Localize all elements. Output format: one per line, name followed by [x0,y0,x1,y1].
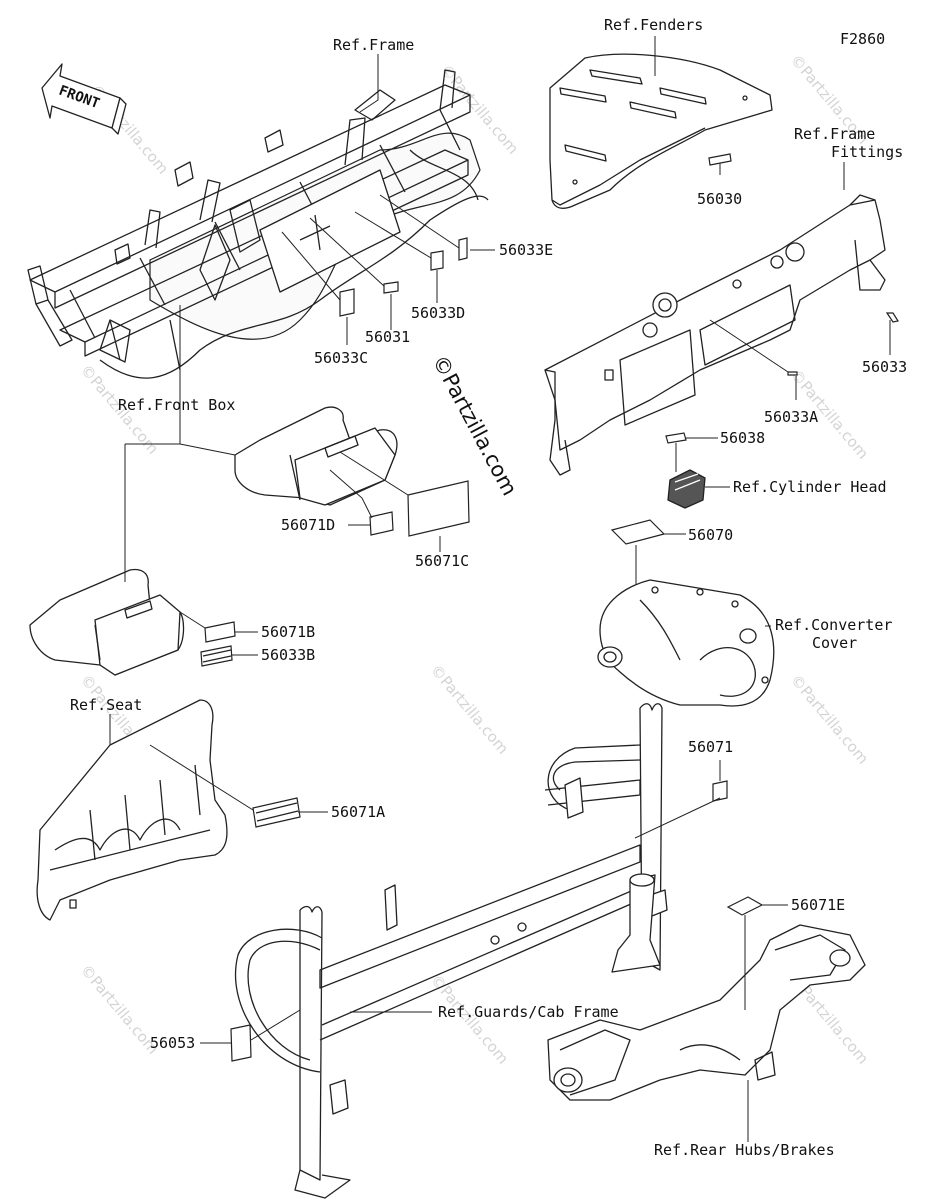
part-56053[interactable]: 56053 [150,1034,195,1052]
ref-front-box-label: Ref.Front Box [118,396,235,414]
fenders-illustration [549,53,773,209]
ref-converter-label-line1: Ref.Converter [775,616,892,634]
front-arrow-icon: FRONT [41,63,127,135]
converter-cover-illustration [597,579,775,707]
decal-56070[interactable] [610,519,666,545]
part-56071E[interactable]: 56071E [791,896,845,914]
decals [200,153,899,1062]
seat-illustration [36,699,228,921]
part-56071A[interactable]: 56071A [331,803,385,821]
part-56033D[interactable]: 56033D [411,304,465,322]
part-56033E[interactable]: 56033E [499,241,553,259]
decal-56071A[interactable] [252,797,301,828]
watermark: ©Partzilla.com [427,661,512,758]
part-56033B[interactable]: 56033B [261,646,315,664]
decal-56071[interactable] [712,780,728,802]
decal-56033E[interactable] [458,237,468,261]
watermarks: ©Partzilla.com ©Partzilla.com ©Partzilla… [77,51,872,1068]
part-56033[interactable]: 56033 [862,358,907,376]
decal-56053[interactable] [230,1024,252,1062]
decal-56031[interactable] [383,281,399,294]
part-56070[interactable]: 56070 [688,526,733,544]
ref-guards-label: Ref.Guards/Cab Frame [438,1003,619,1021]
part-56071D[interactable]: 56071D [281,516,335,534]
part-56071B[interactable]: 56071B [261,623,315,641]
decal-56033C[interactable] [339,288,355,317]
ref-frame-fittings-label-line2: Fittings [831,143,903,161]
frame-fittings-illustration [544,194,886,476]
part-56030[interactable]: 56030 [697,190,742,208]
decal-56033B[interactable] [200,645,233,667]
leader-lines [109,36,891,1142]
part-56071C[interactable]: 56071C [415,552,469,570]
ref-cylinder-head-label: Ref.Cylinder Head [733,478,887,496]
decal-56033A[interactable] [787,371,798,376]
part-56071[interactable]: 56071 [688,738,733,756]
ref-frame-label: Ref.Frame [333,36,414,54]
ref-frame-fittings-label-line1: Ref.Frame [794,125,875,143]
part-56031[interactable]: 56031 [365,328,410,346]
part-labels: 56030 56033E 56033D 56031 56033C 56033 5… [150,190,907,1052]
decal-56071B[interactable] [204,621,236,643]
ref-fenders-label: Ref.Fenders [604,16,703,34]
decal-56033[interactable] [885,312,899,323]
ref-converter-label-line2: Cover [812,634,857,652]
ref-seat-label: Ref.Seat [70,696,142,714]
cylinder-head-illustration [667,469,706,509]
rear-hubs-illustration [547,924,866,1101]
part-56038[interactable]: 56038 [720,429,765,447]
copyright-text: ©Partzilla.com [428,351,522,499]
part-56033C[interactable]: 56033C [314,349,368,367]
watermark: ©Partzilla.com [787,671,872,768]
part-56033A[interactable]: 56033A [764,408,818,426]
decal-56071E[interactable] [726,896,764,916]
ref-labels: Ref.Frame Ref.Fenders Ref.Frame Fittings… [70,16,903,1159]
decal-56033D[interactable] [430,250,444,271]
decal-56071C[interactable] [407,480,470,537]
figure-code: F2860 [840,30,885,48]
ref-rear-hubs-label: Ref.Rear Hubs/Brakes [654,1141,835,1159]
decal-56038[interactable] [665,432,687,444]
decal-56030[interactable] [708,153,732,166]
main-frame-illustration [27,69,489,379]
decal-56071D[interactable] [369,511,394,536]
cab-frame-illustration [234,703,668,1199]
